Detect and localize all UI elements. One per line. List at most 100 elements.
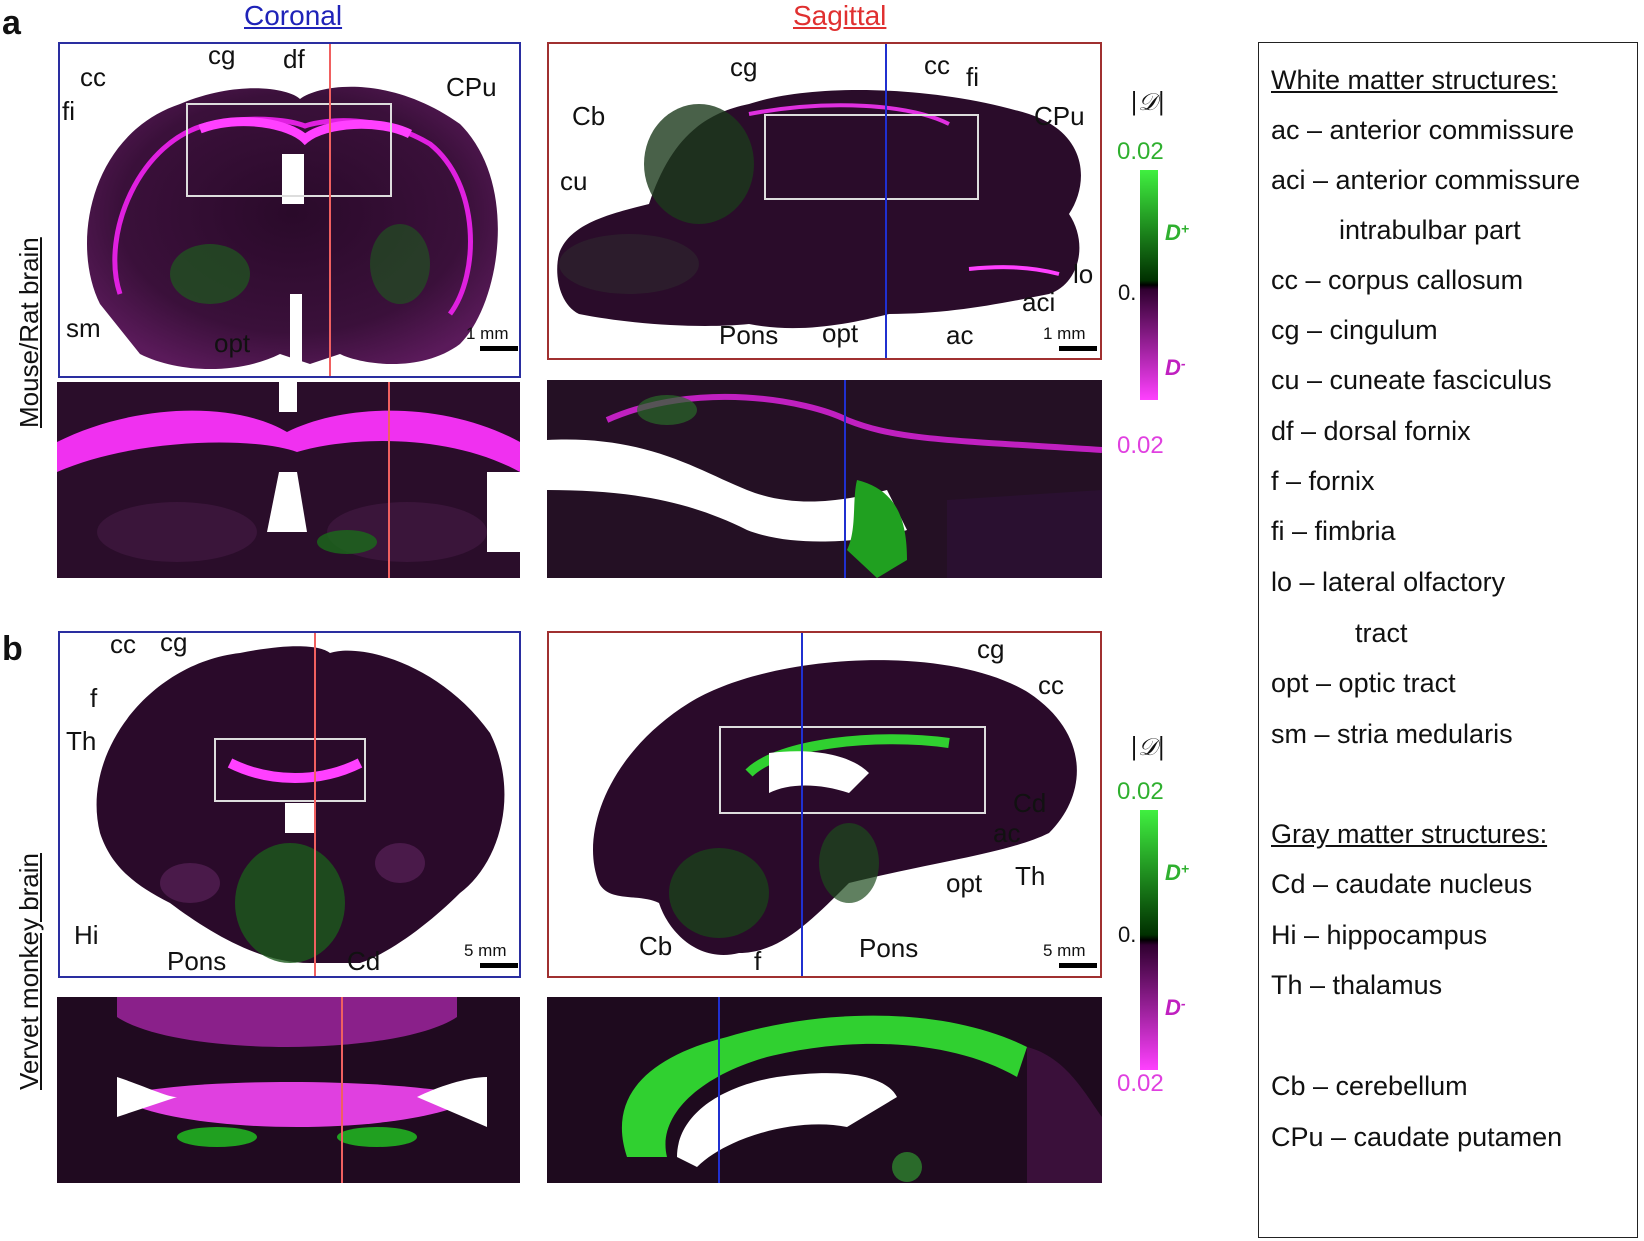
dminus-sup: - bbox=[1180, 355, 1186, 372]
colorbar-top-value: 0.02 bbox=[1117, 138, 1164, 165]
dplus-text: D bbox=[1165, 220, 1181, 245]
scalebar-label: 5 mm bbox=[1043, 941, 1086, 960]
dminus-sup: - bbox=[1180, 995, 1186, 1012]
legend-item: tract bbox=[1355, 618, 1408, 648]
label-f: f bbox=[754, 946, 762, 976]
mouse-sagittal-frame: 1 mm bbox=[547, 42, 1102, 360]
row-label-monkey: Vervet monkey brain bbox=[14, 852, 44, 1090]
mouse-coronal-image bbox=[86, 44, 498, 376]
monkey-coronal-frame: 5 mm bbox=[58, 631, 521, 978]
legend-item: aci – anterior commissure bbox=[1271, 165, 1581, 195]
colorbar-mid-value: 0. bbox=[1118, 922, 1137, 947]
label-cb: Cb bbox=[572, 101, 606, 131]
legend-box: White matter structures: ac – anterior c… bbox=[1258, 42, 1638, 1238]
legend-item: Th – thalamus bbox=[1271, 970, 1443, 1000]
label-sm: sm bbox=[66, 313, 101, 343]
legend-item: intrabulbar part bbox=[1339, 215, 1521, 245]
scalebar-label: 1 mm bbox=[1043, 324, 1086, 343]
dplus-sup: + bbox=[1180, 220, 1190, 237]
legend-white-heading: White matter structures: bbox=[1271, 65, 1558, 95]
mouse-sagittal-image bbox=[557, 44, 1081, 358]
label-opt: opt bbox=[214, 328, 251, 358]
scalebar bbox=[480, 346, 518, 351]
dminus-text: D bbox=[1165, 355, 1181, 380]
monkey-sagittal-image bbox=[593, 633, 1077, 976]
panel-letter-a: a bbox=[2, 4, 21, 42]
mouse-coronal-zoom bbox=[57, 382, 520, 578]
label-fi: fi bbox=[62, 96, 75, 126]
scalebar-label: 5 mm bbox=[464, 941, 507, 960]
label-hi: Hi bbox=[74, 920, 99, 950]
label-cd: Cd bbox=[347, 946, 381, 976]
legend-item: ac – anterior commissure bbox=[1271, 115, 1575, 145]
legend-item: Cb – cerebellum bbox=[1271, 1071, 1468, 1101]
label-f: f bbox=[90, 683, 98, 713]
colorbar-title: |𝒟| bbox=[1130, 88, 1166, 116]
label-pons: Pons bbox=[719, 320, 779, 350]
colorbar-dminus: D- bbox=[1165, 355, 1186, 381]
label-ac: ac bbox=[993, 818, 1021, 848]
label-fi: fi bbox=[966, 62, 979, 92]
legend-item: sm – stria medularis bbox=[1271, 719, 1513, 749]
row-label-mouse: Mouse/Rat brain bbox=[14, 237, 44, 428]
colorbar-bottom-value: 0.02 bbox=[1117, 432, 1164, 459]
label-lo: lo bbox=[1073, 259, 1094, 289]
scalebar bbox=[480, 963, 518, 968]
scalebar-label: 1 mm bbox=[466, 324, 509, 343]
label-pons: Pons bbox=[859, 933, 919, 963]
label-cg: cg bbox=[208, 40, 236, 70]
legend-item: lo – lateral olfactory bbox=[1271, 567, 1506, 597]
panel-letter-b: b bbox=[2, 630, 23, 668]
monkey-sagittal-frame: 5 mm bbox=[547, 631, 1102, 978]
mouse-sagittal-zoom bbox=[547, 380, 1102, 578]
colorbar-top-value: 0.02 bbox=[1117, 778, 1164, 805]
label-opt: opt bbox=[822, 318, 859, 348]
label-cd: Cd bbox=[1013, 788, 1047, 818]
colorbar-dplus: D+ bbox=[1165, 220, 1189, 246]
colorbar-dplus: D+ bbox=[1165, 860, 1189, 886]
legend-item: CPu – caudate putamen bbox=[1271, 1122, 1563, 1152]
mouse-coronal-frame: 1 mm bbox=[58, 42, 521, 378]
label-opt: opt bbox=[946, 868, 983, 898]
legend-item: df – dorsal fornix bbox=[1271, 416, 1471, 446]
colorbar bbox=[1140, 170, 1158, 400]
legend-item: Cd – caudate nucleus bbox=[1271, 869, 1533, 899]
colorbar-dminus: D- bbox=[1165, 995, 1186, 1021]
dplus-sup: + bbox=[1180, 860, 1190, 877]
column-heading-sagittal: Sagittal bbox=[793, 0, 887, 31]
label-cg: cg bbox=[160, 627, 188, 657]
label-cg: cg bbox=[730, 52, 758, 82]
label-pons: Pons bbox=[167, 946, 227, 976]
label-th: Th bbox=[1015, 861, 1046, 891]
legend-item: Hi – hippocampus bbox=[1271, 920, 1488, 950]
legend-item: fi – fimbria bbox=[1271, 516, 1396, 546]
legend-gray-heading: Gray matter structures: bbox=[1271, 819, 1548, 849]
label-df: df bbox=[283, 44, 305, 74]
legend-item: cu – cuneate fasciculus bbox=[1271, 365, 1552, 395]
label-cb: Cb bbox=[639, 931, 673, 961]
legend-item: f – fornix bbox=[1271, 466, 1375, 496]
label-th: Th bbox=[66, 726, 97, 756]
label-ac: ac bbox=[946, 320, 974, 350]
label-cg: cg bbox=[977, 634, 1005, 664]
monkey-coronal-zoom bbox=[57, 997, 520, 1183]
label-cu: cu bbox=[560, 166, 588, 196]
legend-item: cc – corpus callosum bbox=[1271, 265, 1524, 295]
colorbar-bottom-value: 0.02 bbox=[1117, 1070, 1164, 1097]
colorbar-mid-value: 0. bbox=[1118, 280, 1137, 305]
legend-item: cg – cingulum bbox=[1271, 315, 1438, 345]
dplus-text: D bbox=[1165, 860, 1181, 885]
label-cpu: CPu bbox=[1034, 101, 1085, 131]
column-heading-coronal: Coronal bbox=[244, 0, 343, 31]
label-cpu: CPu bbox=[446, 72, 497, 102]
scalebar bbox=[1059, 346, 1097, 351]
scalebar bbox=[1059, 963, 1097, 968]
colorbar-title: |𝒟| bbox=[1130, 733, 1166, 761]
label-cc: cc bbox=[110, 629, 136, 659]
colorbar bbox=[1140, 810, 1158, 1070]
legend-item: opt – optic tract bbox=[1271, 668, 1456, 698]
label-cc: cc bbox=[924, 50, 950, 80]
label-cc: cc bbox=[1038, 670, 1064, 700]
label-aci: aci bbox=[1022, 287, 1056, 317]
dminus-text: D bbox=[1165, 995, 1181, 1020]
